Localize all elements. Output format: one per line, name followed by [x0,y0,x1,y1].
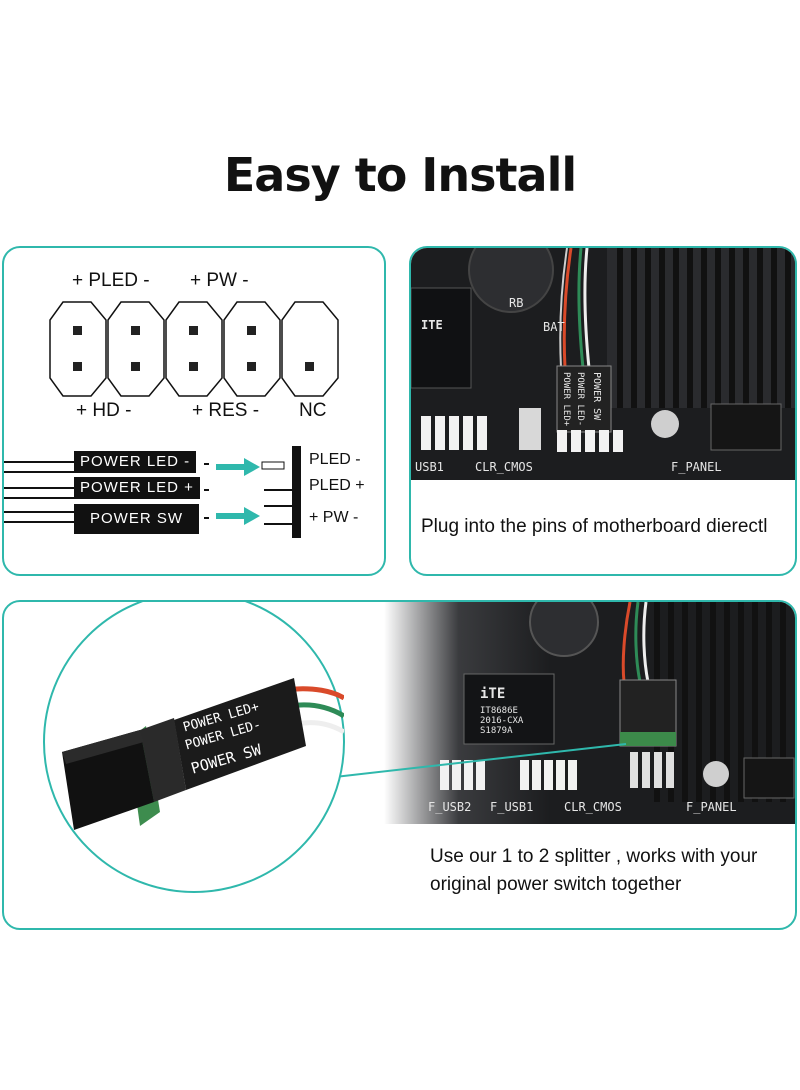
silk-clr-cmos: CLR_CMOS [475,460,533,474]
connector-label-power-led-plus: POWER LED+ [561,372,571,427]
res-label: + RES - [192,400,260,421]
wire-label-power-led-minus: POWER LED - [74,451,197,473]
pin-label-pw: + PW - [309,509,359,526]
splitter-connector-zoom [62,678,344,830]
silk-f-usb1: F_USB1 [490,800,534,814]
page-title: Easy to Install [223,148,577,202]
silk-ite: ITE [421,318,443,332]
plug-panel: USB1 CLR_CMOS F_PANEL BAT RB ITE POWER L… [409,246,797,576]
silk-clr-cmos-2: CLR_CMOS [564,800,622,814]
pinout-panel: + PLED - + PW - + HD - + RES - NC [2,246,386,576]
silk-bat: BAT [543,320,565,334]
pled-label: + PLED - [72,270,150,291]
plug-caption: Plug into the pins of motherboard dierec… [421,516,768,537]
connector-label-power-sw: POWER SW [591,372,602,421]
chip-logo: iTE [480,686,506,702]
silk-f-usb2: F_USB2 [428,800,472,814]
pin-label-pled-plus: PLED + [309,477,365,494]
wiring-diagram [4,446,301,538]
silk-f-panel-2: F_PANEL [686,800,737,814]
splitter-panel: F_USB2 F_USB1 CLR_CMOS F_PANEL iTE IT868… [2,600,797,930]
chip-code: S1879A [480,726,513,736]
chip-batch: 2016-CXA [480,716,524,726]
motherboard-photo: USB1 CLR_CMOS F_PANEL BAT RB ITE POWER L… [411,248,795,480]
hd-label: + HD - [76,400,132,421]
wire-label-power-led-plus: POWER LED + [74,477,200,499]
splitter-caption-line1: Use our 1 to 2 splitter , works with you… [430,846,758,867]
pin-label-pled-minus: PLED - [309,451,361,468]
header-pin-outline [49,301,339,397]
silk-rb: RB [509,296,524,310]
connector-label-power-led-minus: POWER LED- [575,372,585,427]
silk-f-panel: F_PANEL [671,460,722,474]
pw-label: + PW - [190,270,249,291]
splitter-caption-line2: original power switch together [430,874,682,895]
wire-label-power-sw: POWER SW [74,504,199,534]
chip-model: IT8686E [480,706,518,716]
nc-label: NC [299,400,327,421]
silk-usb1: USB1 [415,460,444,474]
splitter-board-photo: F_USB2 F_USB1 CLR_CMOS F_PANEL iTE IT868… [384,602,795,824]
